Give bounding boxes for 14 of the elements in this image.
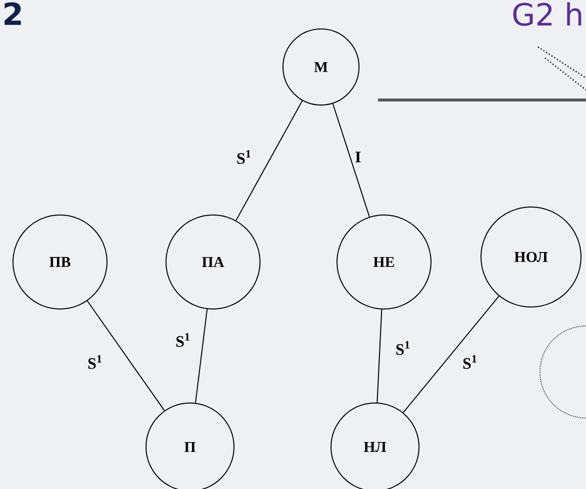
connector-line (376, 308, 382, 404)
heading-text: 2 (4, 2, 21, 25)
connector-line (332, 103, 370, 218)
edge-label: S$^{1}$ (463, 355, 476, 369)
edge-label: S$^{1}$ (396, 341, 410, 355)
connector-line (195, 308, 208, 404)
connector-line (236, 100, 303, 221)
connector-line (402, 296, 500, 414)
connector-line (86, 300, 165, 412)
heading-text: G2 h (513, 2, 582, 26)
edge-label: S$^{1}$ (88, 355, 102, 369)
edge-label: S$^{1}$ (237, 150, 250, 164)
edge-label: S$^{1}$ (176, 333, 190, 347)
edge-label: I (355, 152, 361, 162)
